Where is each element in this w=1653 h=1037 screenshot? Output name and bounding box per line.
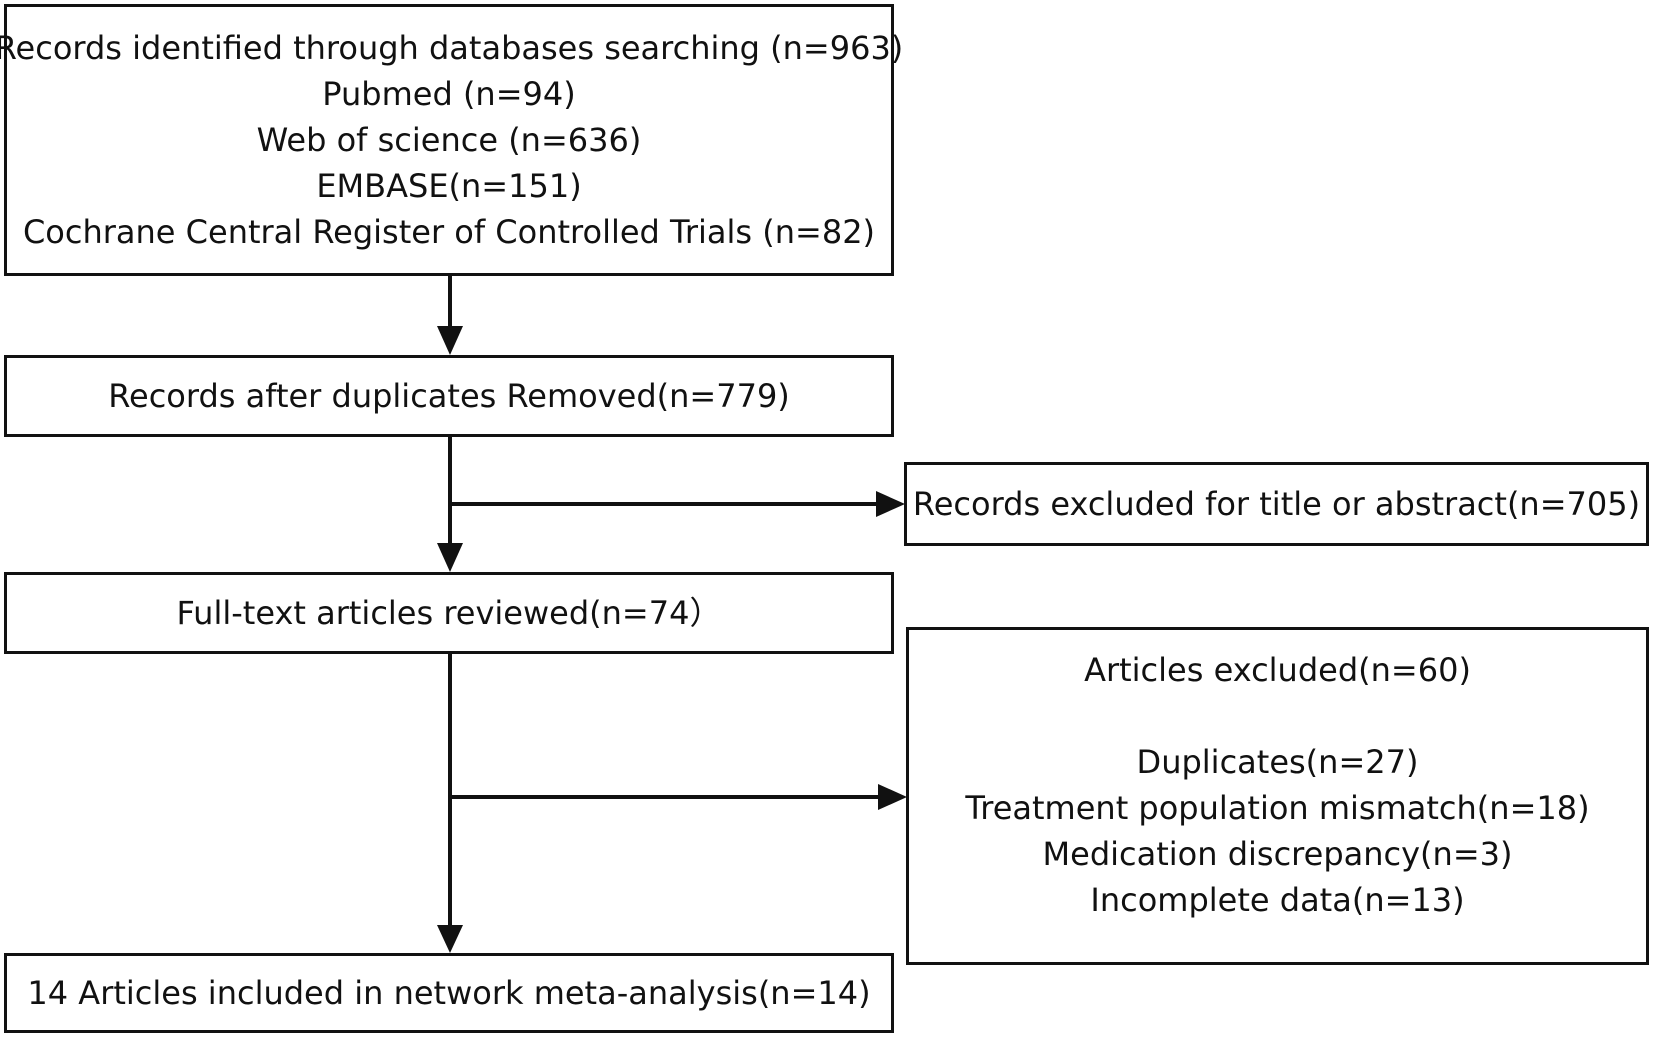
source-web-of-science: Web of science (n=636) [256, 121, 642, 159]
articles-included-box: 14 Articles included in network meta-ana… [4, 953, 894, 1033]
reason-incomplete-data: Incomplete data(n=13) [1090, 881, 1465, 919]
source-embase: EMBASE(n=151) [316, 167, 582, 205]
articles-excluded-box: Articles excluded(n=60) Duplicates(n=27)… [906, 627, 1649, 965]
articles-excluded-heading: Articles excluded(n=60) [1084, 651, 1471, 689]
full-text-reviewed-box: Full-text articles reviewed(n=74） [4, 572, 894, 654]
arrow-fulltext-to-included [437, 654, 463, 953]
reason-medication-discrepancy: Medication discrepancy(n=3) [1042, 835, 1513, 873]
arrow-to-title-exclusion [450, 491, 905, 517]
records-identified-total: Records identified through databases sea… [0, 29, 904, 67]
full-text-reviewed-label: Full-text articles reviewed(n=74） [176, 594, 722, 632]
records-after-duplicates-box: Records after duplicates Removed(n=779) [4, 355, 894, 437]
source-pubmed: Pubmed (n=94) [322, 75, 576, 113]
arrow-to-articles-excluded [450, 784, 907, 810]
records-excluded-title-abstract-box: Records excluded for title or abstract(n… [904, 462, 1649, 546]
records-identified-box: Records identified through databases sea… [0, 4, 903, 276]
records-after-duplicates-label: Records after duplicates Removed(n=779) [108, 377, 790, 415]
arrow-identified-to-dedup [437, 276, 463, 355]
records-excluded-title-abstract-label: Records excluded for title or abstract(n… [912, 485, 1641, 523]
reason-duplicates: Duplicates(n=27) [1136, 743, 1419, 781]
reason-population-mismatch: Treatment population mismatch(n=18) [965, 789, 1590, 827]
articles-included-label: 14 Articles included in network meta-ana… [27, 974, 871, 1012]
source-cochrane: Cochrane Central Register of Controlled … [22, 213, 876, 251]
arrow-dedup-to-fulltext [437, 437, 463, 572]
